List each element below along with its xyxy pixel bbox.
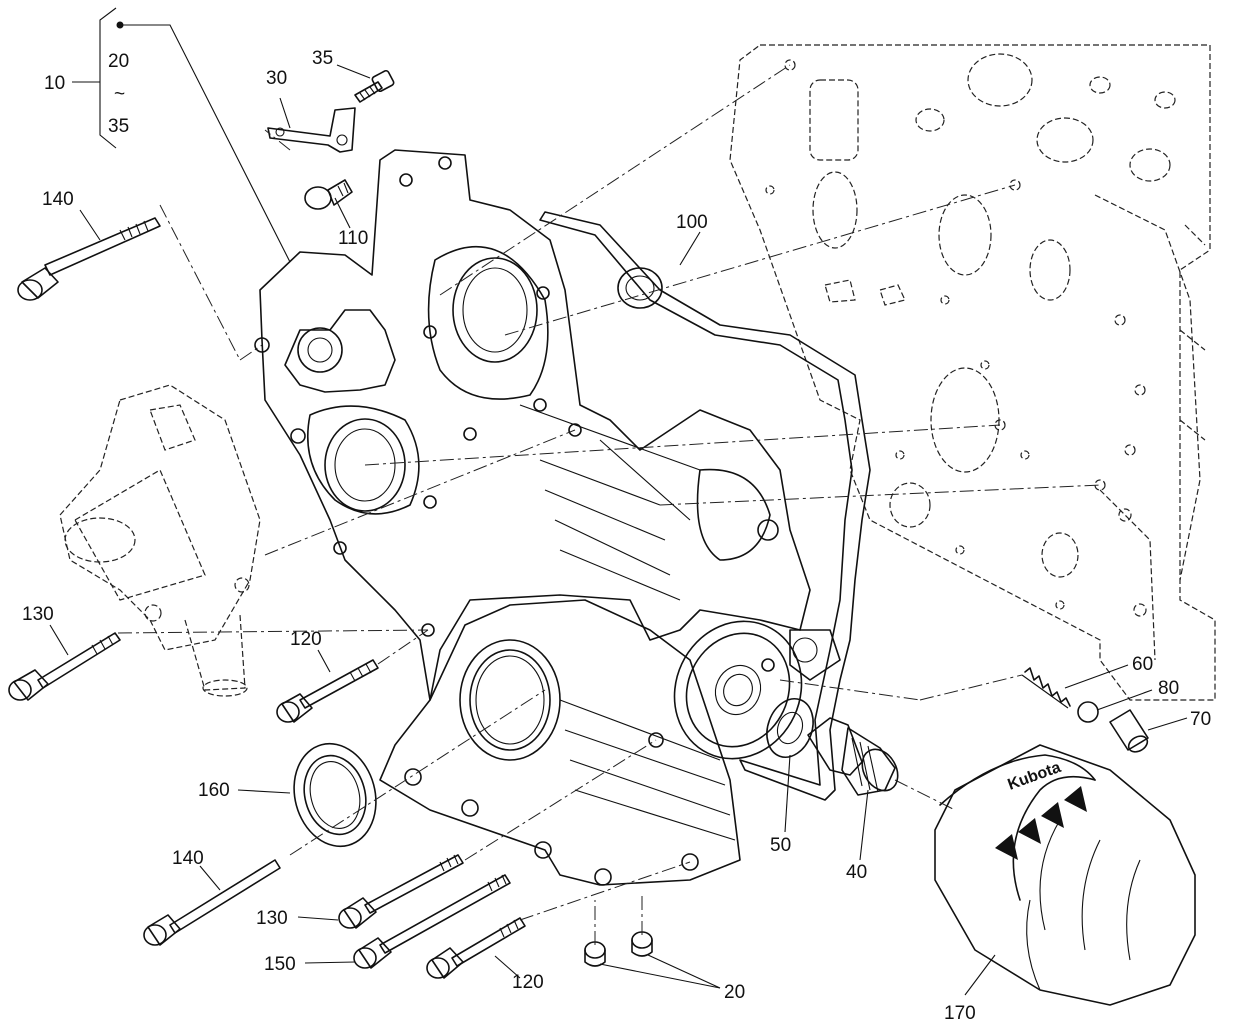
group-range-from: 20 <box>108 51 129 72</box>
callout-140-top: 140 <box>42 189 74 210</box>
callout-20: 20 <box>724 982 745 1003</box>
bolt-140-bottom <box>143 859 281 946</box>
callout-labels: 35 30 110 140 100 130 120 60 80 70 160 5… <box>22 48 1211 1024</box>
bolt-120-mid <box>276 659 379 723</box>
oil-filter-170: Kubota <box>934 744 1196 1006</box>
callout-100: 100 <box>676 212 708 233</box>
oil-pan-housing <box>379 599 741 886</box>
group-range-symbol: ~ <box>114 84 125 105</box>
callout-40: 40 <box>846 862 867 883</box>
callout-50: 50 <box>770 835 791 856</box>
callout-150: 150 <box>264 954 296 975</box>
bolt-150 <box>353 874 511 969</box>
relief-valve-70 <box>1109 709 1149 753</box>
callout-110: 110 <box>338 228 368 249</box>
callout-60: 60 <box>1132 654 1153 675</box>
fitting-40 <box>807 717 899 796</box>
plug-110 <box>304 179 353 210</box>
filter-flange <box>673 620 803 760</box>
oil-seal-160 <box>293 742 377 848</box>
callout-30: 30 <box>266 68 287 89</box>
callout-35: 35 <box>312 48 333 69</box>
gasket-50 <box>766 698 814 758</box>
callout-70: 70 <box>1190 709 1211 730</box>
group-label-10: 10 <box>44 73 65 94</box>
bolt-130-left <box>8 632 121 701</box>
center-lines <box>117 64 1101 945</box>
relief-spring-60 <box>1021 667 1071 709</box>
relief-ball-80 <box>1077 701 1099 723</box>
gear-case <box>254 149 811 701</box>
group-bracket: 10 20 ~ 35 <box>44 7 291 263</box>
leader-lines <box>49 64 1188 996</box>
callout-120-bottom: 120 <box>512 972 544 993</box>
bolt-140-top <box>17 217 161 301</box>
callout-80: 80 <box>1158 678 1179 699</box>
callout-130-bottom: 130 <box>256 908 288 929</box>
callout-140-bottom: 140 <box>172 848 204 869</box>
callout-130-left: 130 <box>22 604 54 625</box>
gear-case-gasket <box>539 211 871 801</box>
bolt-120-bottom <box>426 917 526 979</box>
engine-block <box>729 44 1216 701</box>
callout-120-mid: 120 <box>290 629 322 650</box>
group-range-to: 35 <box>108 116 129 137</box>
water-pump <box>59 384 261 697</box>
stay-part-30 <box>267 107 356 153</box>
bolt-130-bottom <box>338 854 464 929</box>
callout-170: 170 <box>944 1003 976 1024</box>
bolt-35 <box>354 69 395 103</box>
callout-160: 160 <box>198 780 230 801</box>
filter-brand-text: Kubota <box>1006 759 1064 794</box>
